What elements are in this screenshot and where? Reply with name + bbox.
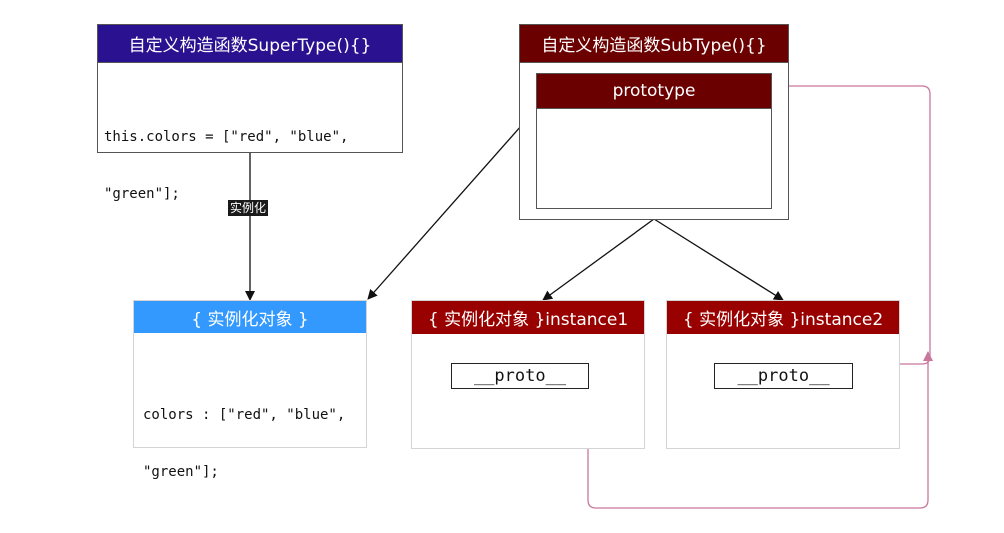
supertype-header: 自定义构造函数SuperType(){} <box>98 25 402 63</box>
instance1-title: { 实例化对象 }instance1 <box>427 310 629 330</box>
subtype-header: 自定义构造函数SubType(){} <box>520 25 788 63</box>
subtype-box[interactable]: 自定义构造函数SubType(){} prototype <box>519 24 789 220</box>
edge-instance1-proto-link <box>587 351 933 509</box>
subtype-title: 自定义构造函数SubType(){} <box>541 36 767 56</box>
instance2-proto-field[interactable]: __proto__ <box>714 363 853 389</box>
instance2-proto-label: __proto__ <box>737 366 830 386</box>
supertype-code: this.colors = ["red", "blue", "green"]; <box>104 90 348 242</box>
instance2-title: { 实例化对象 }instance2 <box>682 310 884 330</box>
edge-prototype-to-instance <box>367 107 538 300</box>
instance-object-box[interactable]: { 实例化对象 } colors : ["red", "blue", "gree… <box>133 300 367 480</box>
supertype-code-line: "green"]; <box>104 186 180 202</box>
instance-object-code-line: colors : ["red", "blue", <box>143 407 346 423</box>
edge-subtype-to-instance2 <box>653 218 784 301</box>
instance2-box[interactable]: { 实例化对象 }instance2 __proto__ <box>666 300 900 449</box>
edge-subtype-to-instance1 <box>542 218 655 301</box>
instance2-header: { 实例化对象 }instance2 <box>667 301 899 334</box>
supertype-title: 自定义构造函数SuperType(){} <box>128 36 372 56</box>
instance1-proto-field[interactable]: __proto__ <box>451 363 589 389</box>
prototype-header: prototype <box>537 74 771 109</box>
instance1-header: { 实例化对象 }instance1 <box>412 301 644 334</box>
supertype-box[interactable]: 自定义构造函数SuperType(){} this.colors = ["red… <box>97 24 403 202</box>
edge-label-instantiate: 实例化 <box>228 200 269 216</box>
prototype-title: prototype <box>612 81 696 101</box>
instance-object-code: colors : ["red", "blue", "green"]; <box>143 368 345 520</box>
instance1-box[interactable]: { 实例化对象 }instance1 __proto__ <box>411 300 645 449</box>
supertype-code-line: this.colors = ["red", "blue", <box>104 129 349 145</box>
instance1-proto-label: __proto__ <box>473 366 567 386</box>
instance-object-header: { 实例化对象 } <box>134 301 366 333</box>
edge-instance2-proto-link <box>771 81 931 365</box>
instance-object-code-line: "green"]; <box>143 464 219 480</box>
prototype-box[interactable]: prototype <box>536 73 772 209</box>
instance-object-title: { 实例化对象 } <box>191 309 309 330</box>
